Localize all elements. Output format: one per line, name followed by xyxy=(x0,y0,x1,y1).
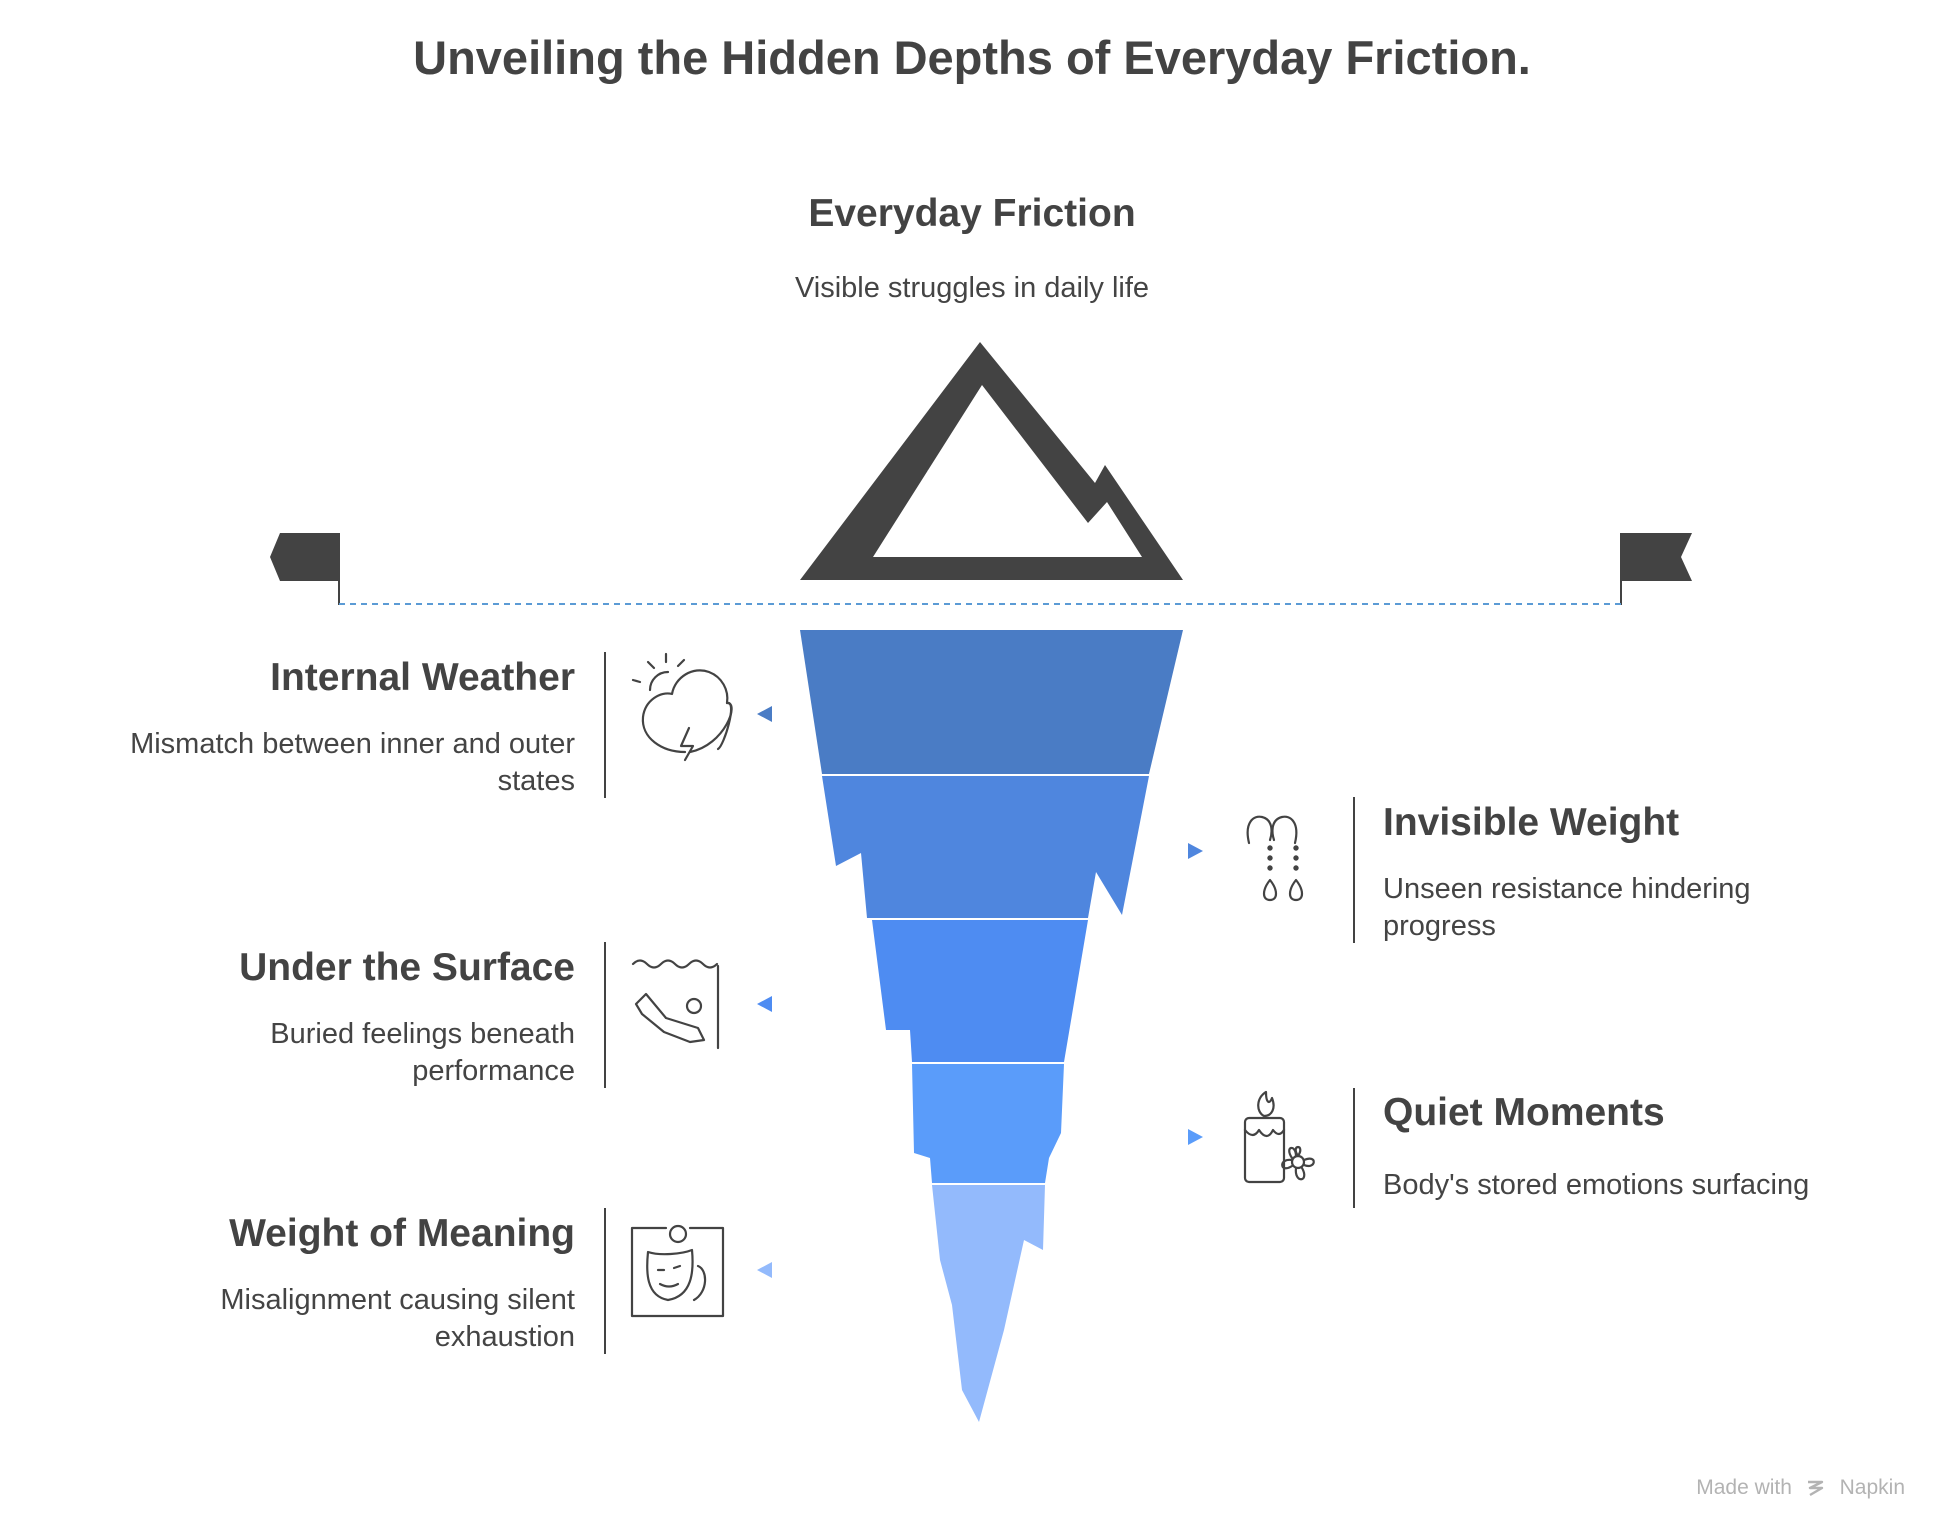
hanging-weights-icon xyxy=(1246,815,1304,902)
iceberg-layers xyxy=(800,630,1183,1422)
marker-quiet-moments xyxy=(1188,1129,1203,1145)
item-description-under-the-surface: Buried feelings beneath performance xyxy=(270,1018,575,1087)
item-heading-internal-weather: Internal Weather xyxy=(270,656,575,699)
left-flag xyxy=(270,533,340,605)
item-description-internal-weather: Mismatch between inner and outer states xyxy=(130,728,575,797)
item-description-quiet-moments: Body's stored emotions surfacing xyxy=(1383,1169,1810,1201)
person-mask-icon xyxy=(630,1224,725,1318)
right-flag xyxy=(1620,533,1692,605)
page-title: Unveiling the Hidden Depths of Everyday … xyxy=(413,31,1531,84)
storm-cloud-icon xyxy=(631,652,733,762)
item-heading-invisible-weight: Invisible Weight xyxy=(1383,801,1680,844)
top-heading: Everyday Friction xyxy=(808,192,1136,235)
marker-under-the-surface xyxy=(757,996,772,1012)
marker-weight-of-meaning xyxy=(757,1262,772,1278)
marker-internal-weather xyxy=(757,706,772,722)
iceberg-layer-4 xyxy=(912,1064,1064,1183)
made-with-napkin: Made with Napkin xyxy=(1600,1476,1905,1500)
iceberg-layer-1 xyxy=(800,630,1183,774)
iceberg-layer-3 xyxy=(872,920,1088,1062)
made-with-label: Made with xyxy=(1696,1476,1792,1499)
mountain-icon xyxy=(800,342,1183,580)
iceberg-layer-5 xyxy=(932,1185,1045,1422)
item-description-weight-of-meaning: Misalignment causing silent exhaustion xyxy=(220,1284,575,1353)
napkin-brand: Napkin xyxy=(1839,1476,1905,1499)
item-heading-under-the-surface: Under the Surface xyxy=(239,946,575,989)
marker-invisible-weight xyxy=(1188,843,1203,859)
underwater-swimmer-icon xyxy=(631,959,720,1050)
item-heading-quiet-moments: Quiet Moments xyxy=(1383,1091,1665,1134)
item-description-invisible-weight: Unseen resistance hindering progress xyxy=(1383,873,1751,942)
napkin-logo-icon xyxy=(1807,1480,1823,1497)
candle-flower-icon xyxy=(1243,1090,1315,1184)
item-heading-weight-of-meaning: Weight of Meaning xyxy=(229,1212,575,1255)
iceberg-layer-2 xyxy=(822,776,1149,918)
top-description: Visible struggles in daily life xyxy=(794,272,1150,304)
